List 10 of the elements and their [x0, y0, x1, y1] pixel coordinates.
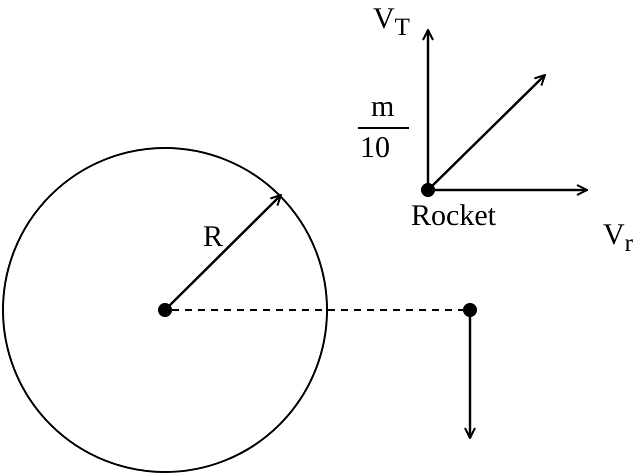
point-dot [463, 303, 477, 317]
symbol-label: V$_{T}$ [373, 4, 410, 40]
symbol-label: R [203, 222, 224, 252]
dashed-line [172, 309, 463, 311]
symbol-label: m [371, 92, 394, 122]
symbol-label: V$_{r}$ [603, 220, 633, 256]
large-circle [2, 147, 328, 473]
point-dot [158, 302, 172, 316]
point-caption: Rocket [411, 201, 496, 231]
symbol-label: 10 [360, 133, 390, 163]
